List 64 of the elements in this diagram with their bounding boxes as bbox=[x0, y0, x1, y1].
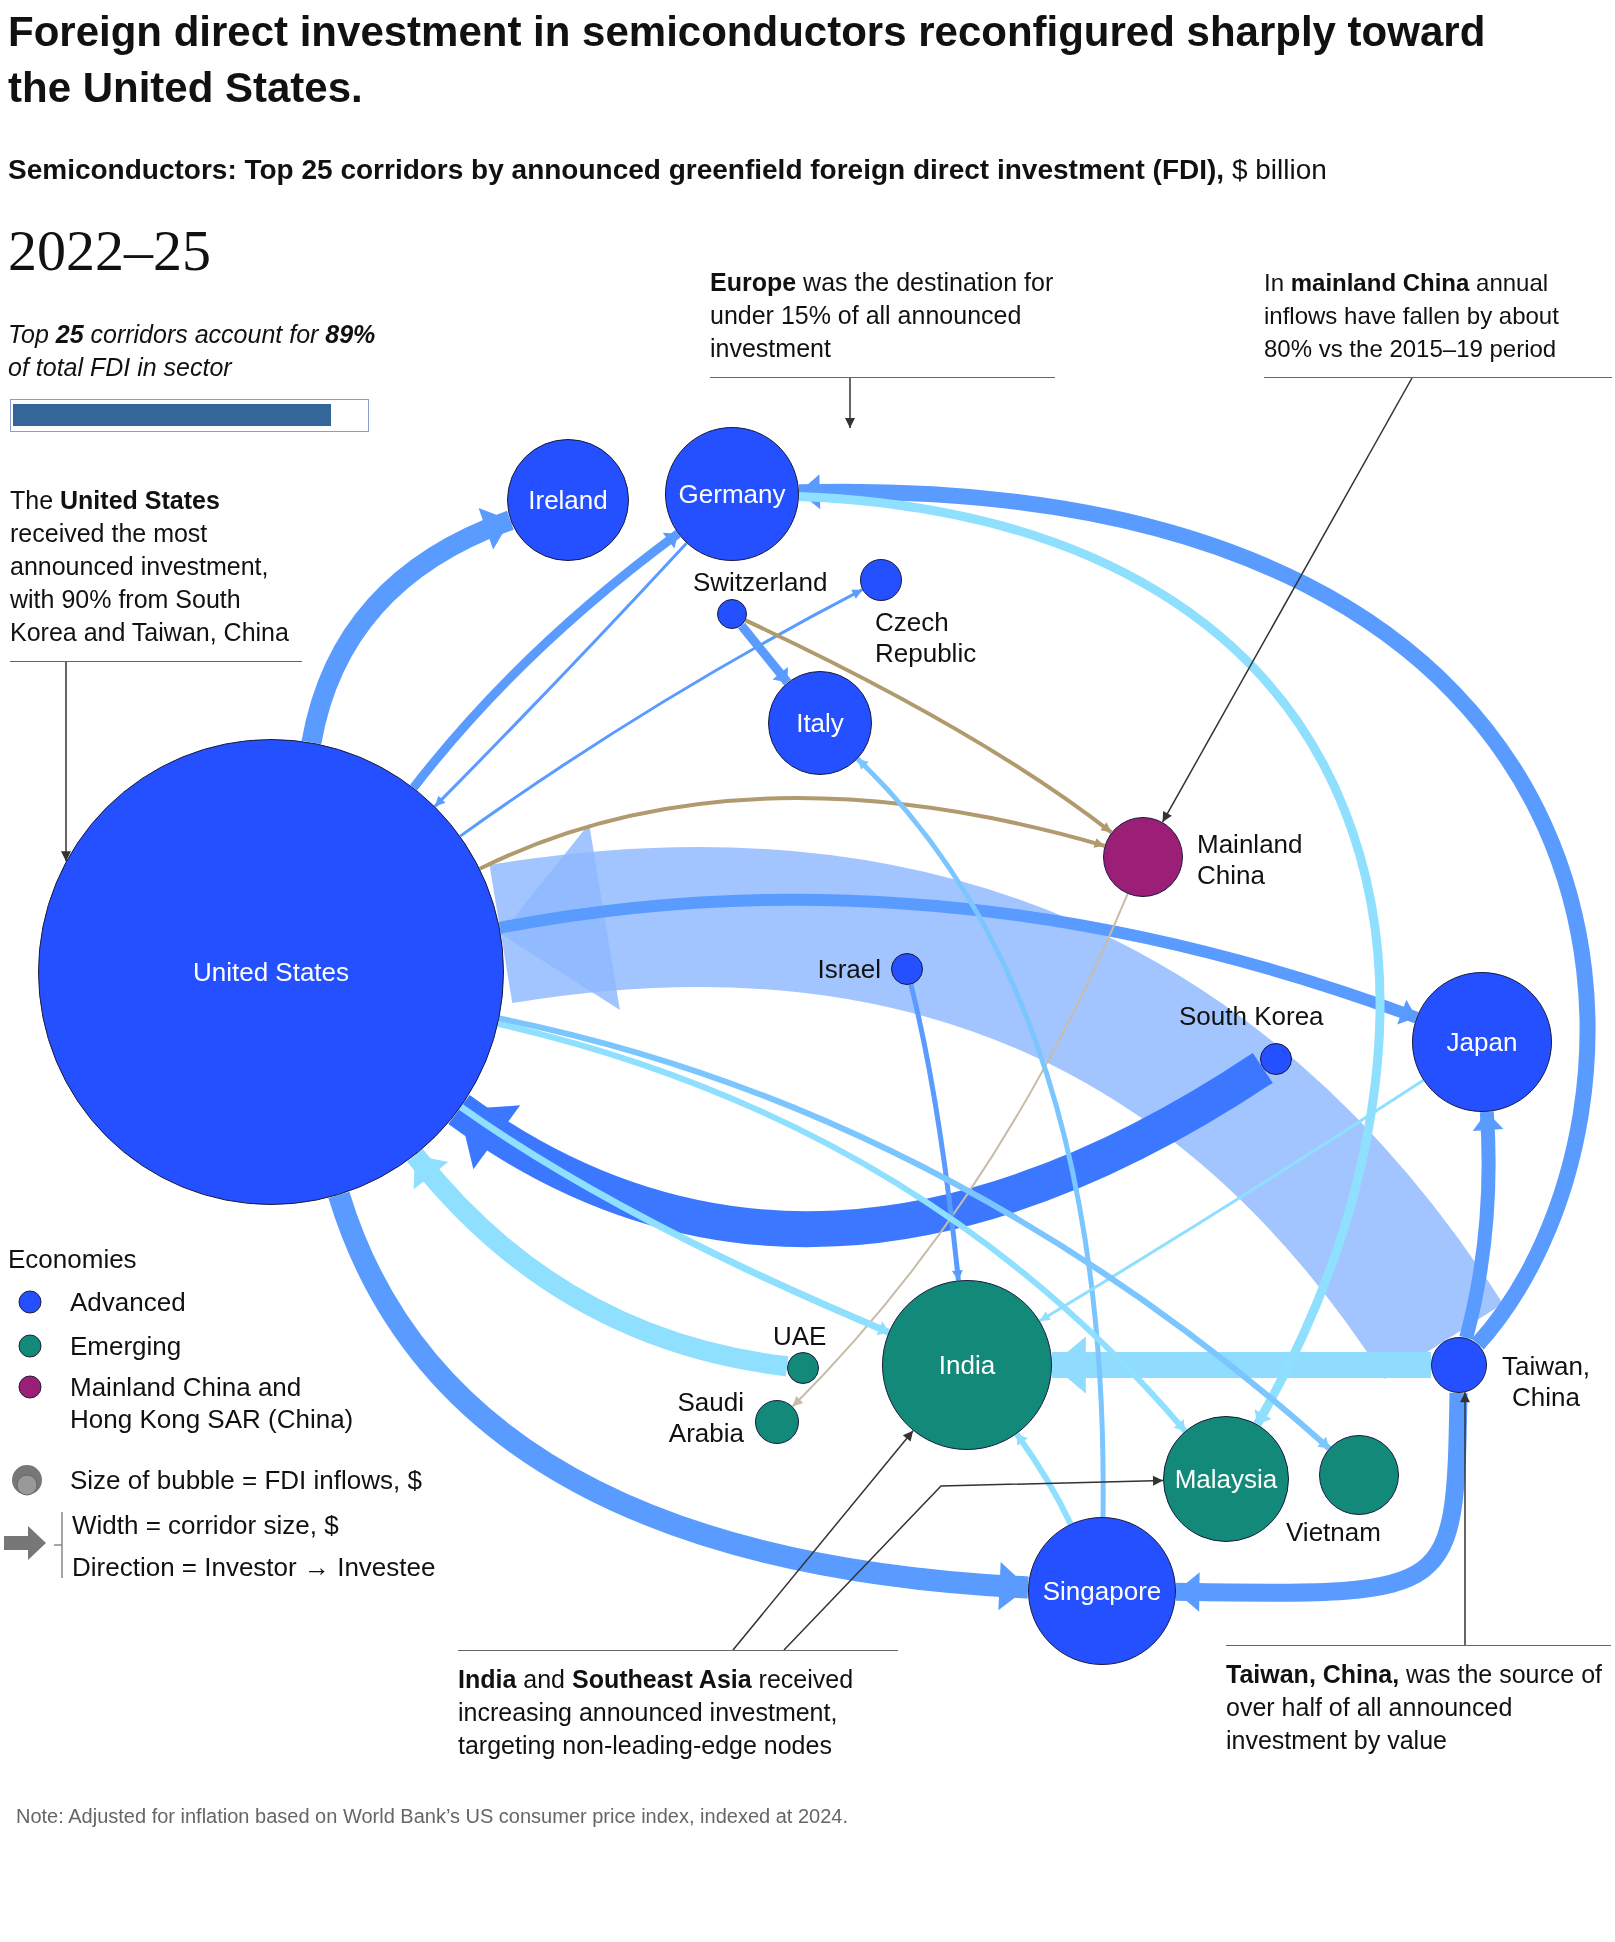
country-label: Switzerland bbox=[693, 567, 828, 598]
country-label: Italy bbox=[796, 707, 844, 739]
country-label: South Korea bbox=[1179, 1001, 1324, 1032]
country-label: Germany bbox=[678, 478, 786, 510]
corridor-arrow bbox=[497, 1020, 1188, 1434]
corridor-arrow bbox=[1014, 1432, 1074, 1526]
corridor-arrow bbox=[459, 588, 864, 838]
leader-line bbox=[783, 1475, 1164, 1651]
leader-line bbox=[1161, 377, 1413, 823]
corridor-arrow bbox=[479, 796, 1106, 871]
country-label: United States bbox=[192, 956, 350, 988]
corridor-arrow bbox=[791, 892, 1129, 1408]
corridor-arrow bbox=[328, 1191, 1029, 1610]
country-label: Ireland bbox=[528, 484, 608, 516]
country-label: Mainland China bbox=[1197, 829, 1304, 891]
corridor-arrow bbox=[798, 475, 1595, 1349]
country-label: India bbox=[938, 1349, 996, 1381]
corridor-arrow bbox=[744, 618, 1113, 834]
annotation-text: India and Southeast Asia received increasing announced investment, targeting non-leading-edge nodes bbox=[458, 1650, 898, 1762]
corridor-arrow bbox=[798, 492, 1384, 1427]
annotation-text: In mainland China annual inflows have fallen by about 80% vs the 2015–19 period bbox=[1264, 266, 1612, 378]
corridor-arrow bbox=[492, 827, 1502, 1382]
country-label: Taiwan, China bbox=[1500, 1351, 1592, 1413]
country-label: Japan bbox=[1446, 1026, 1518, 1058]
corridor-arrow bbox=[407, 1148, 789, 1377]
corridor-arrow bbox=[1459, 1111, 1504, 1340]
corridor-arrow bbox=[498, 893, 1419, 1025]
summary-note: Top 25 corridors account for 89% of total FDI in sector bbox=[8, 319, 377, 383]
chart-subtitle: Semiconductors: Top 25 corridors by announced greenfield foreign direct investment (FDI), $ billion bbox=[8, 153, 1328, 187]
corridor-arrow bbox=[908, 983, 963, 1281]
annotation-text: Europe was the destination for under 15% of all announced investment bbox=[710, 266, 1055, 378]
legend-label: Emerging bbox=[70, 1330, 182, 1362]
legend-label: Size of bubble = FDI inflows, $ bbox=[70, 1464, 422, 1496]
country-label: Czech Republic bbox=[875, 607, 978, 669]
corridor-arrow bbox=[738, 622, 791, 686]
footnote: Note: Adjusted for inflation based on World Bank’s US consumer price index, indexed at 2024. bbox=[16, 1804, 849, 1829]
country-label: Vietnam bbox=[1286, 1517, 1381, 1548]
country-label: Singapore bbox=[1042, 1575, 1162, 1607]
legend-label: Advanced bbox=[70, 1286, 186, 1318]
corridor-arrow bbox=[1052, 1336, 1431, 1394]
corridor-arrow bbox=[409, 530, 681, 791]
chart-title: Foreign direct investment in semiconductors reconfigured sharply toward the United States. bbox=[8, 7, 1487, 113]
corridor-arrow bbox=[301, 509, 515, 745]
corridor-arrow bbox=[458, 1104, 890, 1336]
country-label: UAE bbox=[773, 1321, 827, 1352]
annotation-text: Taiwan, China, was the source of over half of all announced investment by value bbox=[1226, 1645, 1611, 1757]
country-label: Saudi Arabia bbox=[667, 1387, 744, 1449]
annotation-text: The United States received the most announced investment, with 90% from South Korea and Taiwan, China bbox=[10, 484, 302, 662]
leader-line bbox=[1460, 1391, 1470, 1646]
legend-label: Width = corridor size, $ bbox=[72, 1509, 339, 1541]
legend-heading: Economies bbox=[8, 1243, 137, 1275]
corridor-arrow bbox=[433, 542, 688, 808]
leader-line bbox=[845, 377, 855, 429]
leader-line bbox=[732, 1429, 914, 1651]
legend-label: Mainland China and Hong Kong SAR (China) bbox=[70, 1371, 355, 1435]
leader-line bbox=[61, 661, 71, 862]
country-label: Israel bbox=[817, 954, 881, 985]
legend-label: Direction = Investor → Investee bbox=[72, 1551, 436, 1583]
corridor-arrow bbox=[855, 757, 1106, 1518]
country-label: Malaysia bbox=[1174, 1463, 1278, 1495]
corridor-arrow bbox=[1038, 1079, 1425, 1323]
period-label: 2022–25 bbox=[8, 218, 211, 284]
corridor-arrow bbox=[1175, 1392, 1468, 1612]
corridor-arrow bbox=[498, 1015, 1332, 1451]
